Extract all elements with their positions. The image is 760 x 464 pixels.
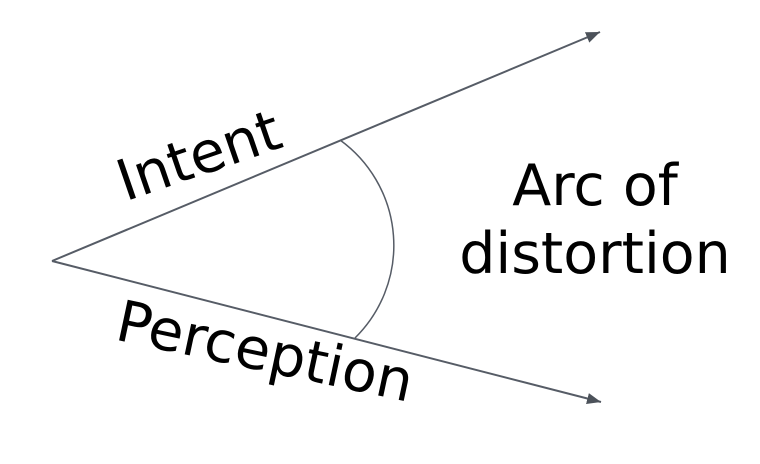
intent-arrow-line	[51, 31, 601, 262]
perception-arrow-line	[51, 260, 602, 404]
arc-of-distortion-label: Arc of distortion	[459, 153, 731, 287]
distortion-arc-curve	[339, 139, 395, 339]
